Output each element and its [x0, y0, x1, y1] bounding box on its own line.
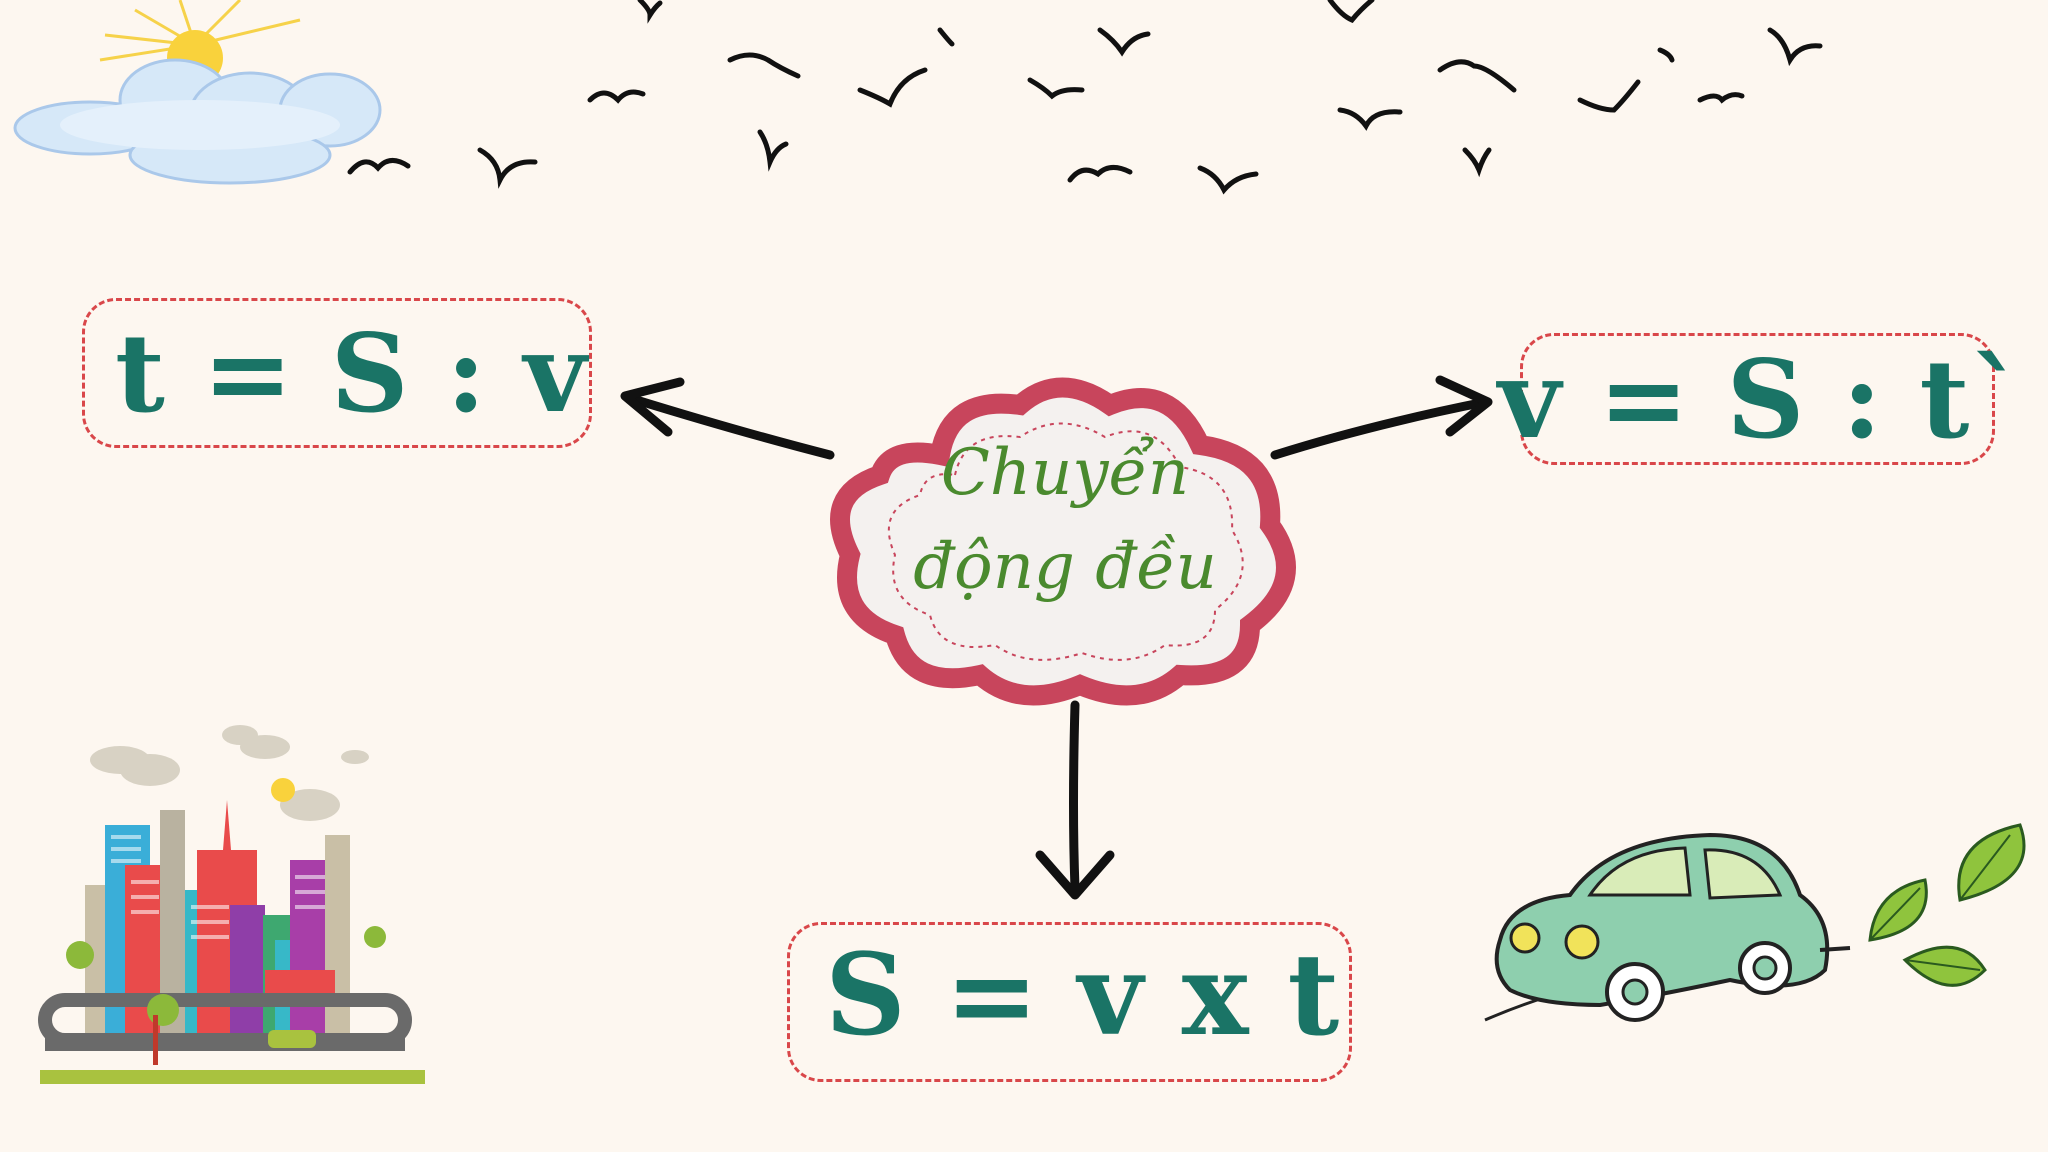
center-cloud [830, 377, 1296, 706]
city-icon [38, 725, 425, 1084]
arrow-right [1270, 397, 1490, 460]
formula-box-bottom [787, 922, 1352, 1082]
formula-box-left [82, 298, 592, 448]
formula-time: t = S : v [115, 311, 587, 437]
center-title-line2: động đều [913, 530, 1217, 604]
formula-box-right [1520, 333, 1995, 465]
center-title-line1: Chuyển [940, 436, 1190, 510]
sun-cloud-icon [13, 0, 382, 185]
leaves-icon [1868, 823, 2026, 987]
formula-velocity: v = S : t` [1498, 337, 2024, 463]
arrow-down [1069, 700, 1080, 893]
birds-icon [347, 0, 1823, 195]
formula-distance: S = v x t [825, 930, 1340, 1061]
car-icon [1484, 832, 1851, 1022]
arrow-left [625, 393, 835, 460]
